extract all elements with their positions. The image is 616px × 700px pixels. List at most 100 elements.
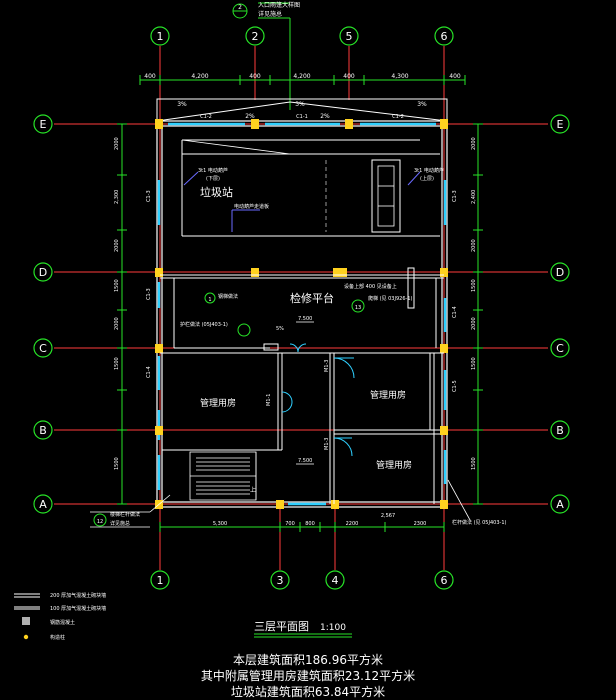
- axis-label-top-4: 6: [441, 30, 448, 43]
- right-dim-1: 2000: [471, 137, 477, 150]
- top-dim-3: 400: [249, 73, 261, 80]
- slope-label-4: 2%: [320, 113, 330, 120]
- drawing-scale: 1:100: [320, 623, 346, 633]
- right-dim-7: 1500: [471, 457, 477, 470]
- axis-label-bottom-1: 1: [157, 574, 164, 587]
- axis-label-right-5: A: [556, 498, 564, 511]
- right-dimension-chain: [473, 123, 483, 505]
- axis-label-right-4: B: [556, 424, 564, 437]
- structural-columns: [155, 119, 448, 509]
- platform-note-2: 爬梯 (见 03J926-1): [368, 295, 412, 302]
- bottom-dim-1: 5,300: [213, 521, 227, 527]
- axis-label-bottom-2: 3: [277, 574, 284, 587]
- drawing-title: 三层平面图: [254, 620, 309, 633]
- right-dim-4: 1500: [471, 279, 477, 292]
- axis-label-left-3: C: [39, 342, 47, 355]
- hoist-note: 电动葫芦走道板: [234, 203, 269, 210]
- bottom-dim-2: 700: [285, 521, 295, 527]
- slope-label-2: 3%: [417, 101, 427, 108]
- bottom-left-callout-text-1: 楼梯栏杆做法: [110, 511, 140, 518]
- bottom-dim-6: 2300: [414, 521, 427, 527]
- exterior-walls: [156, 120, 448, 508]
- left-dimension-chain: [117, 123, 127, 505]
- axis-bubbles: [33, 26, 570, 590]
- axis-label-right-1: E: [557, 118, 564, 131]
- legend-text-2: 100 厚加气混凝土砌块墙: [50, 605, 106, 612]
- window-tag-top-2: C1-1: [296, 114, 308, 120]
- left-dim-5: 2000: [114, 317, 120, 330]
- door-tag-1: M1-1: [266, 394, 272, 406]
- crane-note-left-2: (下层): [206, 176, 220, 182]
- top-callout-text-1: 入口雨篷大样图: [258, 1, 300, 9]
- top-dim-7: 400: [449, 73, 461, 80]
- elevation-tag-1: 7.500: [298, 316, 312, 322]
- left-dim-4: 1500: [114, 279, 120, 292]
- callout-13-text: 13: [355, 305, 361, 311]
- legend: [14, 593, 40, 640]
- platform-note-1: 设备上部 400 见设备上: [344, 283, 397, 290]
- room-label-garbage-station: 垃圾站: [200, 185, 233, 199]
- legend-text-1: 200 厚加气混凝土砌块墙: [50, 592, 106, 599]
- axis-label-top-3: 5: [346, 30, 353, 43]
- window-tag-top-1: C1-2: [200, 114, 212, 120]
- area-note-2: 其中附属管理用房建筑面积23.12平方米: [200, 669, 416, 683]
- top-dim-1: 400: [144, 73, 156, 80]
- right-dim-2: 2,400: [471, 190, 477, 204]
- left-dim-1: 2000: [114, 137, 120, 150]
- lower-room-walls: [160, 352, 444, 504]
- area-note-1: 本层建筑面积186.96平方米: [233, 653, 383, 667]
- left-dim-6: 1500: [114, 357, 120, 370]
- top-dim-6: 4,300: [391, 73, 408, 80]
- stair: [189, 451, 257, 501]
- stair-up-mark: 上: [250, 486, 256, 494]
- window-tag-left-3: C1-4: [146, 366, 152, 378]
- top-dimension-chain: [139, 75, 466, 85]
- window-tag-right-1: C1-3: [452, 190, 458, 202]
- bottom-dim-5: 2,567: [381, 513, 395, 519]
- window-tag-left-1: C1-3: [146, 190, 152, 202]
- left-dim-2: 2,300: [114, 190, 120, 204]
- left-dim-3: 2000: [114, 239, 120, 252]
- bottom-right-note: 栏杆做法 (见 05J403-1): [452, 519, 506, 526]
- right-dim-3: 2000: [471, 239, 477, 252]
- legend-swatch-column: [23, 634, 29, 640]
- bottom-left-callout: [90, 494, 171, 528]
- axis-label-right-2: D: [556, 266, 564, 279]
- bottom-dim-3: 800: [305, 521, 315, 527]
- elevation-tag-2: 7.500: [298, 458, 312, 464]
- platform-area: [160, 267, 444, 351]
- slope-label-5: 3%: [295, 101, 305, 108]
- axis-label-left-5: A: [39, 498, 47, 511]
- legend-text-3: 钢筋混凝土: [50, 619, 75, 626]
- room-label-office-right-upper: 管理用房: [370, 389, 406, 401]
- bottom-dimension-chain: [159, 522, 445, 532]
- room-label-office-left: 管理用房: [200, 397, 236, 409]
- axis-label-top-2: 2: [252, 30, 259, 43]
- rail-note: 护栏做法 (05J403-1): [180, 321, 228, 328]
- door-tag-2: M1-3: [324, 360, 330, 372]
- legend-swatch-concrete: [22, 617, 30, 625]
- window-tag-top-3: C1-2: [392, 114, 404, 120]
- doors: [281, 343, 355, 457]
- window-tag-right-3: C1-5: [452, 380, 458, 392]
- axis-label-left-4: B: [39, 424, 47, 437]
- area-note-3: 垃圾站建筑面积63.84平方米: [230, 685, 386, 699]
- ladder-bubble-label: 钢梯做法: [218, 293, 238, 300]
- garbage-station-hall: [181, 139, 440, 237]
- window-tag-left-2: C1-3: [146, 288, 152, 300]
- axis-label-top-1: 1: [157, 30, 164, 43]
- ladder-bubble: [204, 292, 216, 304]
- right-dim-5: 2000: [471, 317, 477, 330]
- window-tag-right-2: C1-4: [452, 306, 458, 318]
- room-label-office-right-lower: 管理用房: [376, 459, 412, 471]
- crane-note-right-1: 3t1 电动葫芦: [414, 167, 444, 174]
- legend-text-4: 构造柱: [50, 634, 65, 641]
- crane-note-right-2: (上层): [420, 175, 434, 182]
- door-tag-3: M1-3: [324, 438, 330, 450]
- top-dim-4: 4,200: [293, 73, 310, 80]
- axis-label-bottom-4: 6: [441, 574, 448, 587]
- rail-bubble: [237, 323, 251, 337]
- slope-label-3: 2%: [245, 113, 255, 120]
- top-callout: 2 入口雨篷大样图 详见施总: [232, 1, 300, 110]
